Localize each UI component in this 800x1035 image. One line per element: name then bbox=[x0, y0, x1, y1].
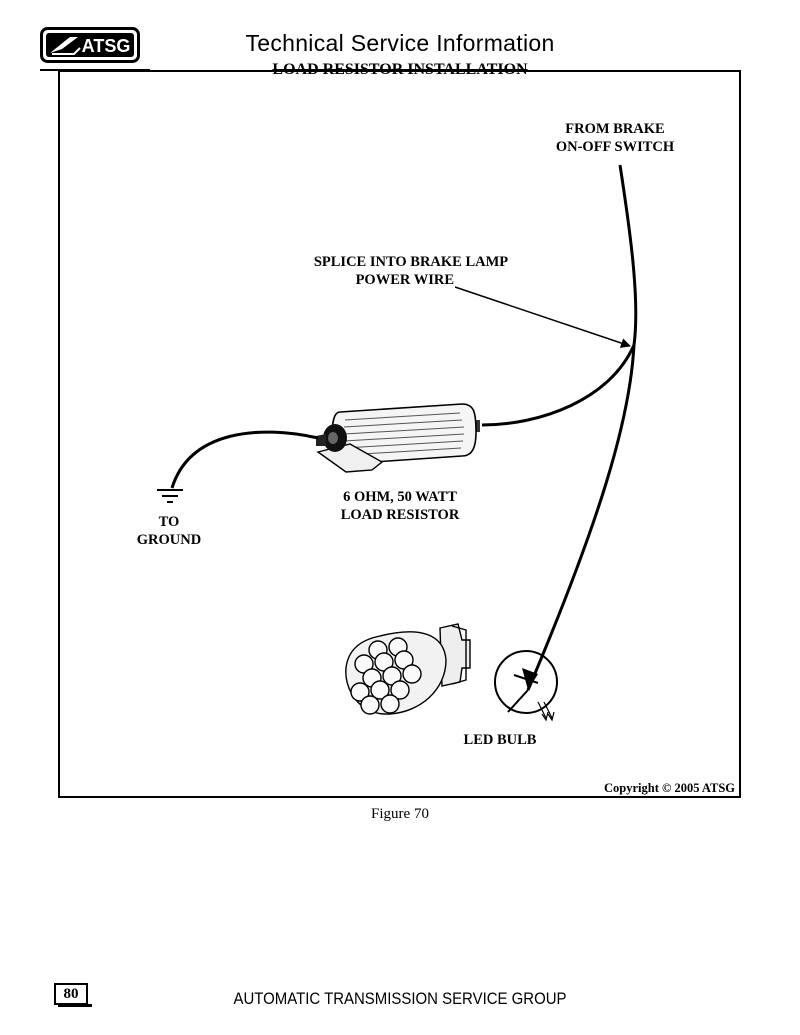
from-brake-switch-label: FROM BRAKE ON-OFF SWITCH bbox=[540, 120, 690, 156]
from-brake-line1: FROM BRAKE bbox=[565, 121, 665, 137]
ground-line1: TO bbox=[158, 514, 180, 530]
resistor-line1: 6 OHM, 50 WATT bbox=[343, 489, 457, 505]
page-title: Technical Service Information bbox=[245, 30, 555, 56]
resistor-feed-wire bbox=[481, 344, 636, 427]
ground-line2: GROUND bbox=[136, 532, 202, 548]
from-brake-line2: ON-OFF SWITCH bbox=[555, 139, 675, 155]
page-number: 80 bbox=[54, 983, 92, 1007]
resistor-line2: LOAD RESISTOR bbox=[340, 507, 460, 523]
splice-line2: POWER WIRE bbox=[355, 272, 454, 288]
led-bulb-icon bbox=[345, 623, 471, 715]
figure-frame bbox=[58, 70, 741, 798]
logo-text: ATSG bbox=[82, 36, 131, 56]
diode-symbol-icon bbox=[494, 650, 558, 722]
ground-wire bbox=[170, 430, 319, 489]
resistor-label: 6 OHM, 50 WATT LOAD RESISTOR bbox=[320, 488, 480, 524]
arrow-icon bbox=[522, 668, 538, 690]
copyright-text: Copyright © 2005 ATSG bbox=[604, 781, 735, 795]
figure-caption: Figure 70 bbox=[371, 806, 429, 822]
ground-symbol-icon bbox=[157, 489, 183, 503]
resistor-icon bbox=[316, 403, 480, 473]
splice-label: SPLICE INTO BRAKE LAMP POWER WIRE bbox=[280, 253, 520, 289]
led-bulb-label: LED BULB bbox=[463, 732, 537, 748]
brake-power-wire bbox=[526, 164, 638, 691]
footer-text: AUTOMATIC TRANSMISSION SERVICE GROUP bbox=[233, 989, 567, 1008]
section-title: LOAD RESISTOR INSTALLATION bbox=[272, 61, 528, 78]
splice-arrow bbox=[454, 286, 631, 348]
splice-line1: SPLICE INTO BRAKE LAMP bbox=[313, 254, 509, 270]
ground-label: TO GROUND bbox=[124, 513, 214, 549]
atsg-logo-icon: ATSG bbox=[40, 27, 140, 63]
